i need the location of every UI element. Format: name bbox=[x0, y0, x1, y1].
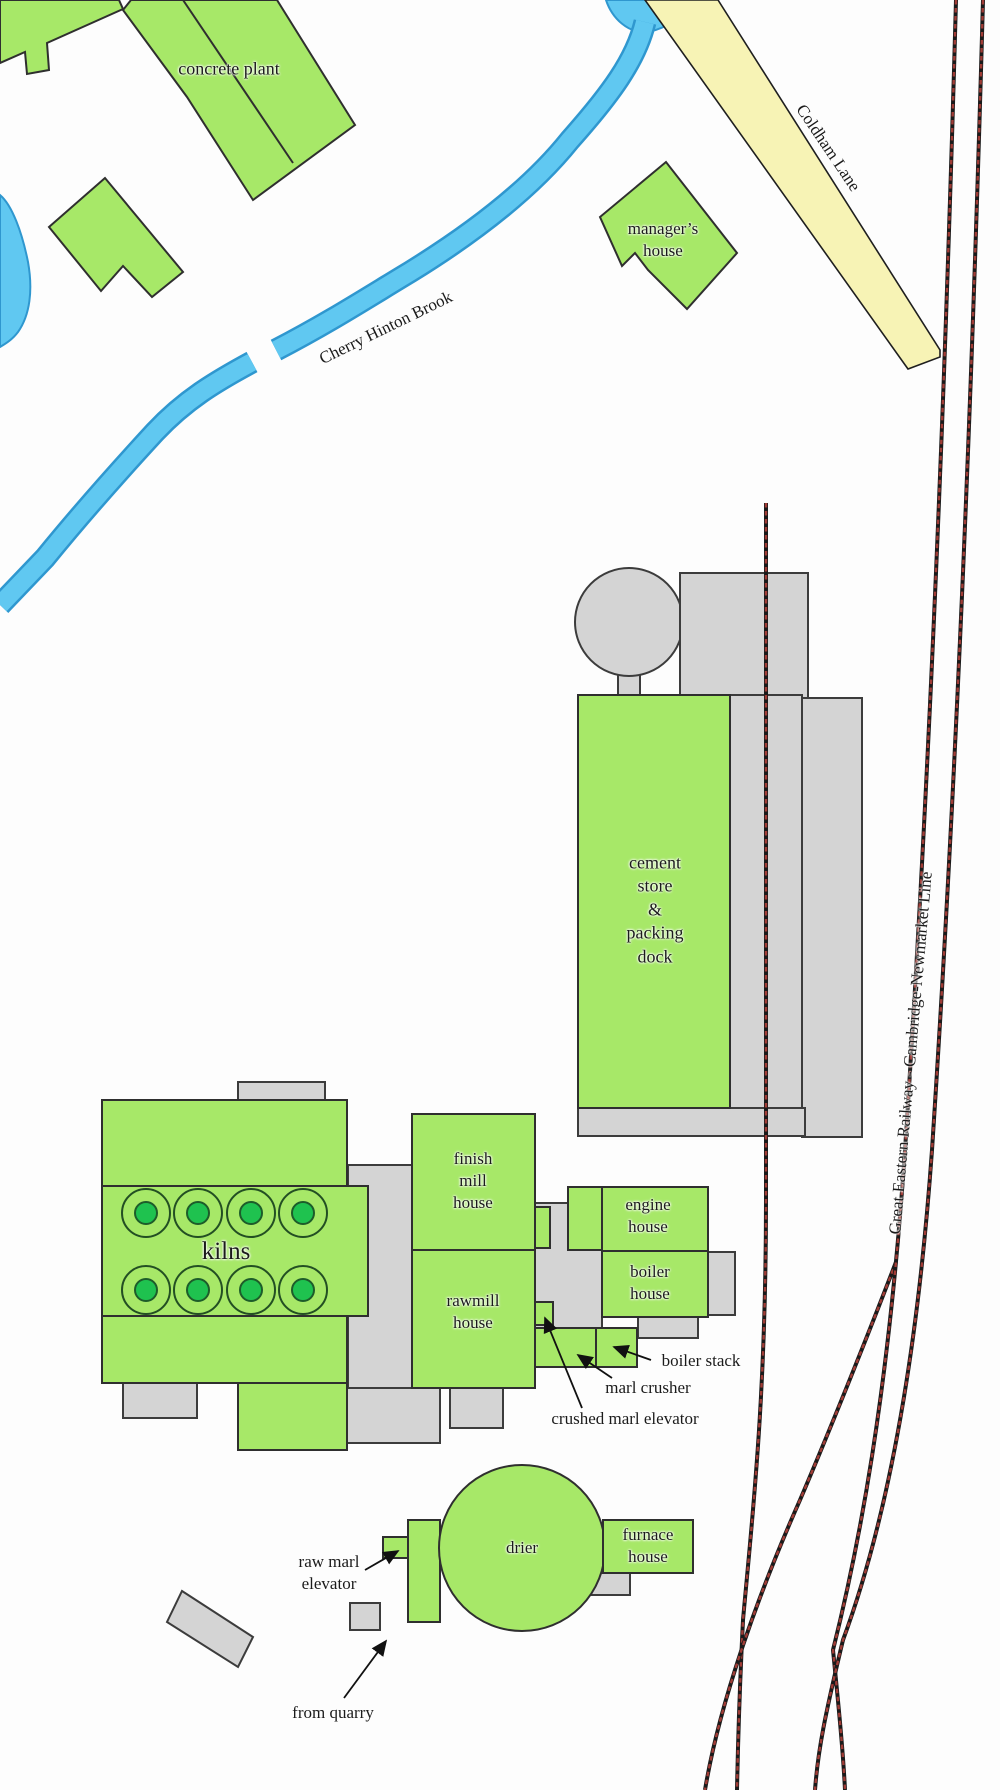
from-quarry-label: from quarry bbox=[292, 1702, 374, 1722]
rawmill-south-tab bbox=[449, 1387, 504, 1429]
furnace-house-label: furnace house bbox=[622, 1524, 674, 1566]
finish-mill-house-label: finish mill house bbox=[453, 1148, 493, 1213]
pond bbox=[0, 193, 32, 349]
silo-tank bbox=[574, 567, 684, 677]
from-quarry-arrow bbox=[343, 1639, 388, 1699]
managers-house-building bbox=[598, 160, 739, 311]
concrete-plant-wing bbox=[0, 0, 125, 76]
store-north-shed bbox=[679, 572, 809, 699]
raw-marl-elevator-arrow bbox=[364, 1550, 400, 1571]
coldham-lane-road bbox=[644, 0, 941, 370]
small-house bbox=[47, 176, 185, 299]
green-buildings bbox=[0, 0, 739, 1632]
finish-mill-building bbox=[411, 1113, 536, 1251]
kilns-label: kilns bbox=[201, 1237, 251, 1265]
boiler-east-tab bbox=[707, 1251, 736, 1316]
rawmill-house-label: rawmill house bbox=[446, 1290, 500, 1332]
loading-platform-outer bbox=[801, 697, 863, 1138]
boiler-south-tab bbox=[637, 1316, 699, 1339]
raw-marl-elevator-building bbox=[382, 1536, 409, 1559]
finish-mill-step bbox=[534, 1206, 551, 1249]
concrete-plant-building bbox=[121, 0, 357, 202]
kilns-south-tab-gray bbox=[122, 1382, 198, 1419]
raw-marl-elevator-label: raw marl elevator bbox=[298, 1551, 360, 1593]
kilns-south-tab-green bbox=[237, 1382, 348, 1451]
crushed-marl-elevator-label: crushed marl elevator bbox=[551, 1408, 699, 1428]
furnace-house-building bbox=[602, 1519, 694, 1574]
cement-store-label: cement store & packing dock bbox=[626, 852, 684, 967]
boiler-house-label: boiler house bbox=[630, 1261, 670, 1303]
tilted-shed bbox=[165, 1589, 255, 1669]
boiler-stack-arrow bbox=[612, 1344, 652, 1361]
crushed-marl-elevator-arrow bbox=[543, 1316, 583, 1409]
marl-crusher-label: marl crusher bbox=[605, 1377, 691, 1397]
drier-feed-building bbox=[407, 1519, 441, 1623]
railway-tracks bbox=[703, 0, 985, 1790]
engine-house-annex bbox=[567, 1186, 603, 1251]
concrete-plant-label: concrete plant bbox=[178, 58, 280, 79]
store-south-apron bbox=[577, 1107, 806, 1137]
crushed-marl-elevator-building bbox=[534, 1301, 554, 1326]
engine-house-label: engine house bbox=[625, 1194, 671, 1236]
branch-track bbox=[703, 1261, 898, 1790]
annotation-arrows bbox=[343, 1316, 652, 1699]
engine-house-building bbox=[601, 1186, 709, 1252]
boiler-stack-label: boiler stack bbox=[661, 1350, 741, 1370]
yard-south-block bbox=[346, 1387, 441, 1444]
marl-crusher-arrow bbox=[576, 1353, 613, 1379]
cherry-hinton-brook bbox=[0, 19, 657, 613]
managers-house-label: manager’s house bbox=[627, 218, 699, 260]
drier-label: drier bbox=[505, 1537, 539, 1557]
kiln-circles bbox=[121, 1188, 328, 1315]
boiler-house-building bbox=[601, 1250, 709, 1318]
rawmill-building bbox=[411, 1249, 536, 1389]
quarry-structure bbox=[349, 1602, 381, 1631]
cement-store-building bbox=[577, 694, 731, 1109]
